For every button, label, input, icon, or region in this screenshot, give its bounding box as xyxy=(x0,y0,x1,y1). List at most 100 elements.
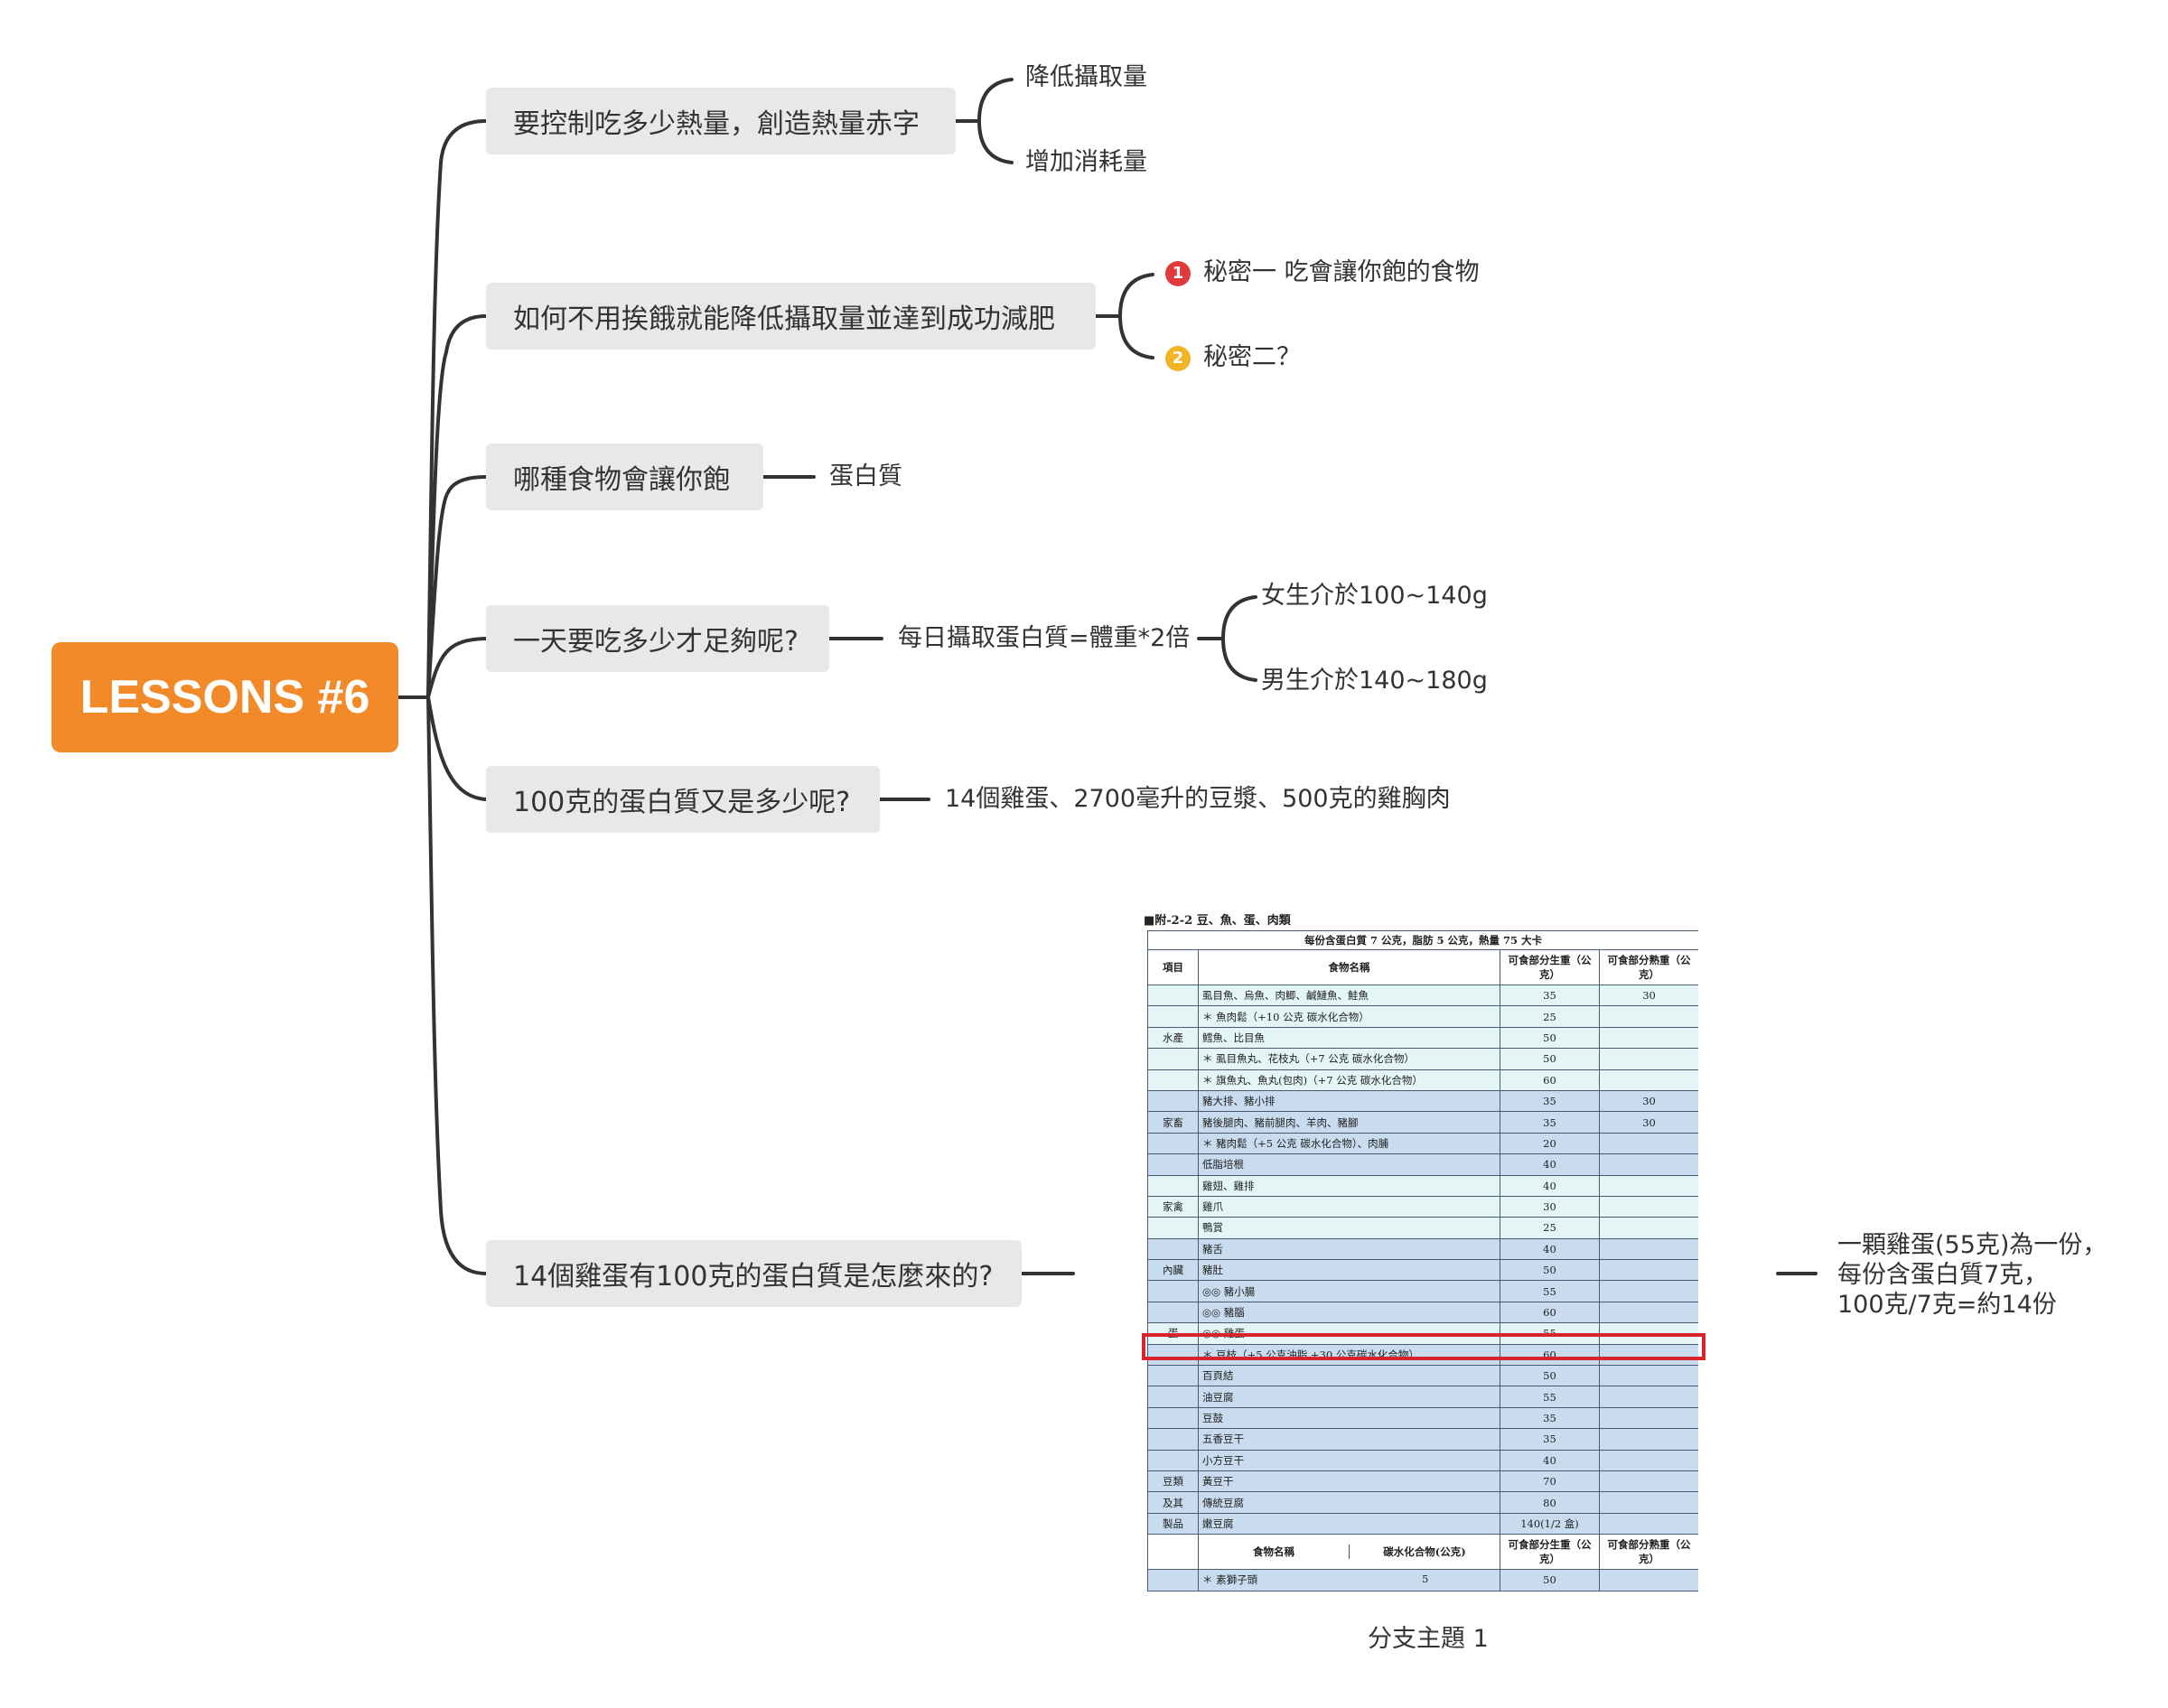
row-cooked-weight xyxy=(1598,1491,1698,1514)
row-category: 內臟 xyxy=(1147,1259,1199,1282)
row-cooked-weight xyxy=(1598,1005,1698,1028)
row-food-name: 低脂培根 xyxy=(1198,1153,1500,1176)
row-cooked-weight xyxy=(1598,1048,1698,1070)
priority-2-icon: 2 xyxy=(1165,345,1191,371)
image-caption[interactable]: 分支主題 1 xyxy=(1368,1625,1489,1653)
note-line-2: 每份含蛋白質7克， xyxy=(1837,1261,2049,1289)
row-food-name: 黃豆干 xyxy=(1198,1470,1500,1493)
subtopic-reduce-intake[interactable]: 降低攝取量 xyxy=(1025,63,1147,91)
subheader-food-name: 食物名稱 xyxy=(1200,1545,1350,1560)
table-banner: 每份含蛋白質 7 公克，脂肪 5 公克，熱量 75 大卡 xyxy=(1146,930,1698,950)
subtopic-increase-burn[interactable]: 增加消耗量 xyxy=(1025,148,1147,176)
row-raw-weight: 35 xyxy=(1500,1111,1600,1134)
row-food-name: 豬大排、豬小排 xyxy=(1198,1089,1500,1113)
note-line-3: 100克/7克=約14份 xyxy=(1837,1291,2057,1319)
row-raw-weight: 20 xyxy=(1500,1132,1600,1155)
row-category xyxy=(1147,1301,1199,1324)
row-cooked-weight xyxy=(1598,1512,1698,1535)
row-cooked-weight xyxy=(1598,1406,1698,1430)
row-cooked-weight: 30 xyxy=(1598,1111,1698,1134)
row-raw-weight: 40 xyxy=(1500,1174,1600,1197)
row-food-name: 鱈魚、比目魚 xyxy=(1198,1026,1500,1050)
food-exchange-table-image[interactable]: ■附-2-2 豆、魚、蛋、肉類 每份含蛋白質 7 公克，脂肪 5 公克，熱量 7… xyxy=(1144,912,1698,1604)
subtopic-protein[interactable]: 蛋白質 xyxy=(829,462,902,490)
header-food-name: 食物名稱 xyxy=(1198,949,1500,985)
food-exchange-table: 每份含蛋白質 7 公克，脂肪 5 公克，熱量 75 大卡 項目 食物名稱 可食部… xyxy=(1146,930,1698,1591)
row-raw-weight: 35 xyxy=(1500,1428,1600,1451)
row-category xyxy=(1147,1280,1199,1302)
topic-filling-food[interactable]: 哪種食物會讓你飽 xyxy=(486,443,763,510)
row-raw-weight: 25 xyxy=(1500,1005,1600,1028)
row-raw-weight: 55 xyxy=(1500,1386,1600,1408)
row-cooked-weight xyxy=(1598,1470,1698,1493)
priority-1-icon: 1 xyxy=(1165,260,1191,286)
row-food-name: 小方豆干 xyxy=(1198,1449,1500,1471)
row-food-name: 豬肚 xyxy=(1198,1259,1500,1282)
egg-calculation-note[interactable]: 一顆雞蛋(55克)為一份， 每份含蛋白質7克， 100克/7克=約14份 xyxy=(1837,1230,2107,1320)
row-category xyxy=(1147,1153,1199,1176)
subtopic-female-range[interactable]: 女生介於100~140g xyxy=(1261,582,1488,610)
row-raw-weight: 50 xyxy=(1500,1259,1600,1282)
topic-lose-weight-without-hunger[interactable]: 如何不用挨餓就能降低攝取量並達到成功減肥 xyxy=(486,283,1096,350)
header-raw-weight: 可食部分生重（公克） xyxy=(1500,949,1600,985)
row-cooked-weight xyxy=(1598,1026,1698,1050)
row-raw-weight: 50 xyxy=(1500,1048,1600,1070)
last-row-raw: 50 xyxy=(1500,1569,1600,1591)
row-food-name: ＊ 旗魚丸、魚丸(包肉)（+7 公克 碳水化合物） xyxy=(1198,1069,1500,1091)
subtopic-secret-one[interactable]: 1 秘密一 吃會讓你飽的食物 xyxy=(1165,260,1480,286)
row-cooked-weight xyxy=(1598,1259,1698,1282)
row-cooked-weight xyxy=(1598,1217,1698,1239)
subtopic-daily-protein-formula[interactable]: 每日攝取蛋白質=體重*2倍 xyxy=(898,624,1191,652)
row-category xyxy=(1147,1365,1199,1387)
topic-daily-amount[interactable]: 一天要吃多少才足夠呢? xyxy=(486,605,829,672)
central-topic[interactable]: LESSONS #6 xyxy=(51,642,398,752)
row-raw-weight: 35 xyxy=(1500,1089,1600,1113)
row-food-name: 雞爪 xyxy=(1198,1195,1500,1218)
row-food-name: 豬後腿肉、豬前腿肉、羊肉、豬腳 xyxy=(1198,1111,1500,1134)
topic-100g-protein[interactable]: 100克的蛋白質又是多少呢? xyxy=(486,766,880,833)
row-cooked-weight xyxy=(1598,1195,1698,1218)
subtopic-secret-one-label: 秘密一 吃會讓你飽的食物 xyxy=(1203,258,1480,286)
row-food-name: 傳統豆腐 xyxy=(1198,1491,1500,1514)
row-category xyxy=(1147,1428,1199,1451)
row-food-name: 鴨賞 xyxy=(1198,1217,1500,1239)
row-cooked-weight xyxy=(1598,1132,1698,1155)
row-raw-weight: 40 xyxy=(1500,1237,1600,1261)
row-food-name: ◎◎ 豬小腸 xyxy=(1198,1280,1500,1302)
row-category xyxy=(1147,1406,1199,1430)
table-row: ＊ 魚肉鬆（+10 公克 碳水化合物）25 xyxy=(1147,1005,1698,1028)
subtopic-male-range[interactable]: 男生介於140~180g xyxy=(1261,667,1488,695)
table-row: ＊ 旗魚丸、魚丸(包肉)（+7 公克 碳水化合物）60 xyxy=(1147,1069,1698,1091)
subheader-carb: 碳水化合物(公克) xyxy=(1383,1545,1466,1559)
row-food-name: 嫩豆腐 xyxy=(1198,1512,1500,1535)
last-row-cooked xyxy=(1598,1569,1698,1591)
row-food-name: ＊ 虱目魚丸、花枝丸（+7 公克 碳水化合物） xyxy=(1198,1048,1500,1070)
row-category xyxy=(1147,1449,1199,1471)
egg-row-highlight xyxy=(1142,1333,1705,1360)
row-category: 水產 xyxy=(1147,1026,1199,1050)
row-cooked-weight xyxy=(1598,1301,1698,1324)
row-food-name: 豬舌 xyxy=(1198,1237,1500,1261)
row-food-name: 豆鼓 xyxy=(1198,1406,1500,1430)
row-raw-weight: 80 xyxy=(1500,1491,1600,1514)
row-category xyxy=(1147,984,1199,1007)
row-food-name: ＊ 豬肉鬆（+5 公克 碳水化合物）、肉脯 xyxy=(1198,1132,1500,1155)
topic-calorie-deficit[interactable]: 要控制吃多少熱量，創造熱量赤字 xyxy=(486,88,956,154)
table-caption: ■附-2-2 豆、魚、蛋、肉類 xyxy=(1144,914,1291,928)
topic-14-eggs-explanation[interactable]: 14個雞蛋有100克的蛋白質是怎麼來的? xyxy=(486,1240,1022,1307)
subtopic-protein-equivalents[interactable]: 14個雞蛋、2700毫升的豆漿、500克的雞胸肉 xyxy=(945,785,1451,813)
row-cooked-weight xyxy=(1598,1174,1698,1197)
row-raw-weight: 70 xyxy=(1500,1470,1600,1493)
row-raw-weight: 60 xyxy=(1500,1069,1600,1091)
row-raw-weight: 50 xyxy=(1500,1365,1600,1387)
row-food-name: 油豆腐 xyxy=(1198,1386,1500,1408)
row-cooked-weight: 30 xyxy=(1598,984,1698,1007)
